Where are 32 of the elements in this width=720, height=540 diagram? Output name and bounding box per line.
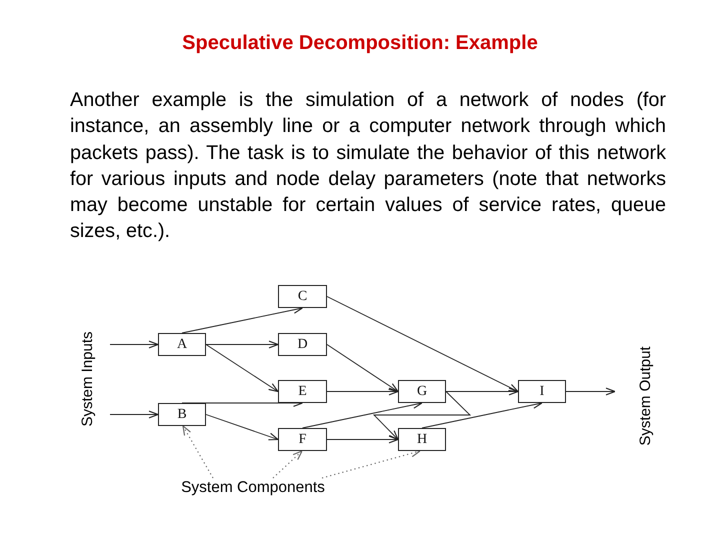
component-box: H: [398, 428, 446, 451]
arrow: [446, 388, 519, 396]
leader-label: System Components: [178, 478, 328, 498]
arrow: [206, 414, 279, 440]
arrow: [566, 388, 616, 396]
arrow: [326, 388, 399, 396]
component-box: C: [278, 285, 327, 308]
paragraph: Another example is the simulation of a network of nodes (for instance, an assembly line or a computer network through which packets pass). The task is to simulate the behavior of this network for various inputs and node delay parameters (note that networks may become unstable for certain values of service rates, queue sizes, etc.).: [70, 88, 666, 244]
arrow: [110, 340, 159, 348]
leader-line: [322, 450, 421, 479]
arrow: [110, 410, 159, 418]
arrow: [372, 391, 472, 440]
leader-line: [272, 450, 303, 478]
component-box: E: [278, 380, 327, 403]
component-box: D: [278, 333, 327, 356]
title: Speculative Decomposition: Example: [181, 31, 539, 56]
leader-line: [302, 400, 423, 428]
side-label: System Output: [637, 346, 655, 446]
component-box: A: [158, 333, 206, 356]
leader-line: [422, 400, 543, 428]
arrow: [326, 344, 399, 392]
arrow: [326, 296, 519, 392]
component-box: F: [278, 428, 327, 451]
leader-line: [182, 306, 304, 334]
component-box: I: [518, 380, 566, 403]
arrow: [206, 344, 279, 392]
component-box: G: [398, 380, 446, 403]
leader-line: [182, 425, 214, 478]
side-label: System Inputs: [79, 331, 97, 427]
component-box: B: [158, 403, 206, 426]
arrow: [326, 436, 399, 444]
arrow: [206, 340, 279, 348]
